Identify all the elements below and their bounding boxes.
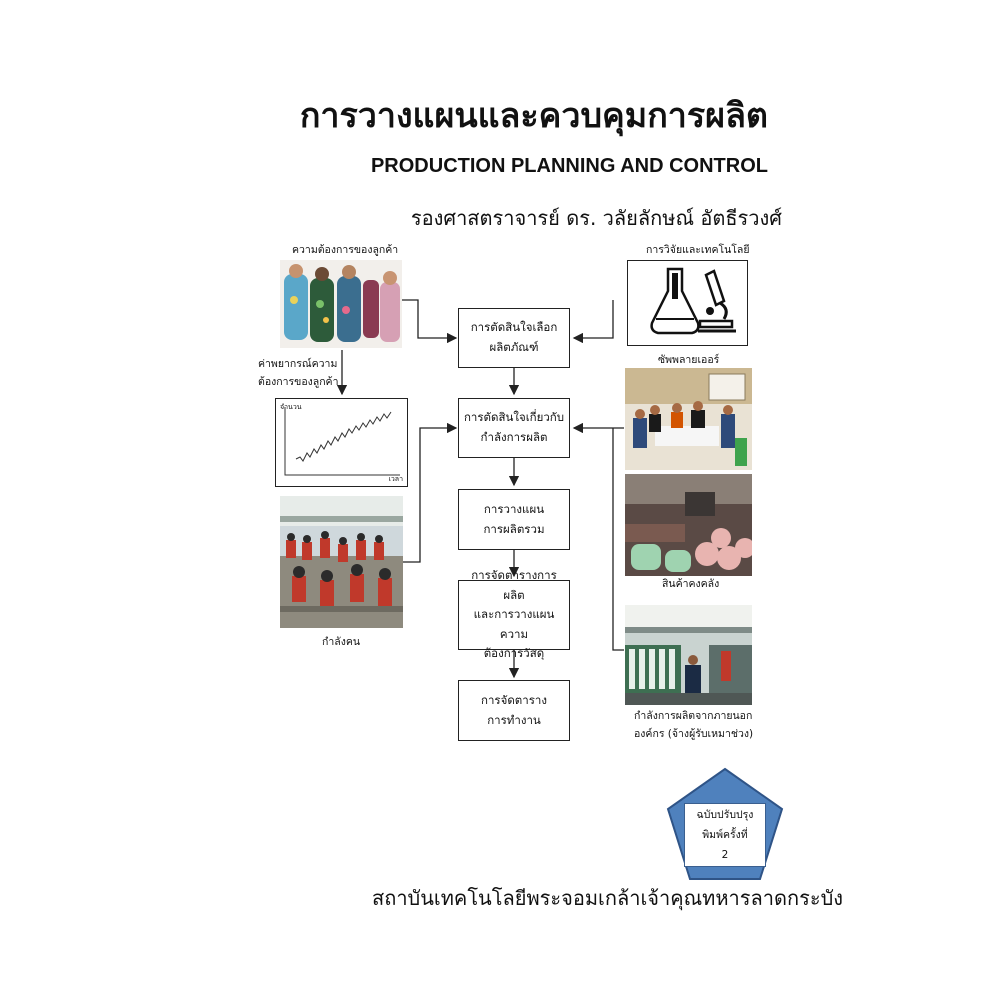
- forecast-graph: จำนวน เวลา: [275, 398, 408, 487]
- edition-number: 2: [721, 848, 729, 861]
- research-technology-box: [627, 260, 748, 346]
- lab-flask-microscope-icon: [650, 267, 736, 335]
- title-english: PRODUCTION PLANNING AND CONTROL: [370, 155, 768, 177]
- outsourcing-factory-photo: [625, 605, 752, 705]
- step-product-selection: การตัดสินใจเลือก ผลิตภัณฑ์: [458, 308, 570, 368]
- fashion-models-photo: [280, 260, 402, 348]
- graph-x-label: เวลา: [388, 475, 403, 483]
- edition-line-revised: ฉบับปรับปรุง: [696, 809, 754, 821]
- caption-forecast: ค่าพยากรณ์ความ ต้องการของลูกค้า: [258, 358, 339, 388]
- edition-label: ฉบับปรับปรุง พิมพ์ครั้งที่ 2: [684, 803, 766, 867]
- suppliers-meeting-photo: [625, 368, 752, 470]
- caption-outsourcing: กำลังการผลิตจากภายนอก องค์กร (จ้างผู้รับ…: [634, 710, 754, 740]
- title-thai: การวางแผนและควบคุมการผลิต: [299, 96, 768, 136]
- inventory-warehouse-photo: [625, 474, 752, 576]
- caption-research: การวิจัยและเทคโนโลยี: [646, 244, 750, 256]
- author-name: รองศาสตราจารย์ ดร. วลัยลักษณ์ อัตธีรวงศ์: [410, 206, 782, 230]
- caption-workforce: กำลังคน: [322, 636, 361, 648]
- factory-workforce-photo: [280, 496, 403, 628]
- caption-inventory: สินค้าคงคลัง: [662, 578, 720, 590]
- step-scheduling-mrp: การจัดตารางการผลิต และการวางแผนความ ต้อง…: [458, 568, 570, 660]
- step-aggregate-planning: การวางแผน การผลิตรวม: [458, 489, 570, 550]
- institute-name: สถาบันเทคโนโลยีพระจอมเกล้าเจ้าคุณทหารลาด…: [372, 886, 844, 910]
- edition-line-printing: พิมพ์ครั้งที่: [702, 828, 748, 841]
- caption-customer-needs: ความต้องการของลูกค้า: [292, 244, 399, 256]
- step-capacity-decision: การตัดสินใจเกี่ยวกับ กำลังการผลิต: [458, 398, 570, 458]
- graph-y-label: จำนวน: [280, 403, 302, 411]
- graph-trend-line: [284, 407, 400, 476]
- step-work-scheduling: การจัดตาราง การทำงาน: [458, 680, 570, 741]
- caption-suppliers: ซัพพลายเออร์: [658, 354, 720, 366]
